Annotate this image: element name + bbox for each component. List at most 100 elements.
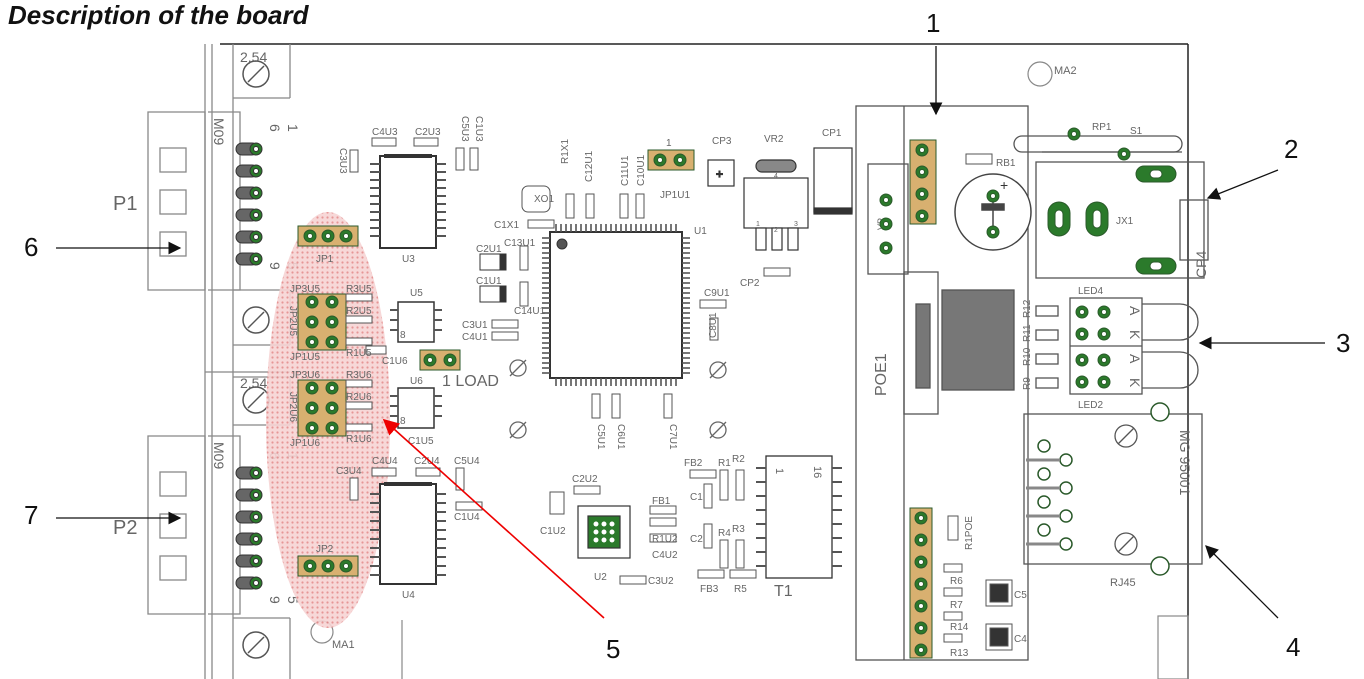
page-title: Description of the board [8,0,309,30]
s1-label: S1 [1130,126,1143,137]
m09-label-top: M09 [211,118,227,145]
pin1-label-top: 1 [285,124,301,132]
t1-pin16: 16 [811,466,823,478]
rb1-label: RB1 [996,158,1016,169]
load-label: 1 LOAD [442,373,499,390]
t1-pin1: 1 [773,468,785,474]
cp3-label: CP3 [712,136,732,147]
r1u5-label: R1U5 [346,348,372,359]
callout-arrow-5 [382,418,605,619]
c11u1-label: C11U1 [620,155,631,186]
vr-pin4: 4 [774,173,778,180]
jp1-label: JP1 [316,254,334,265]
jp2u6-label: JP2U6 [287,392,298,422]
u6-pin8: 8 [400,416,406,427]
callout-5: 5 [606,634,621,664]
bga-ball [609,529,615,535]
led-a1: A [1127,306,1143,316]
bga-ball [601,521,607,527]
vr-pin1: 1 [756,221,760,228]
callout-6: 6 [24,232,39,262]
bga-ball [593,521,599,527]
p2-pins [235,466,263,590]
rj45-pins [1037,402,1170,576]
callout-2: 2 [1284,134,1299,164]
u1-pins [542,224,690,386]
u2-grid [593,521,615,543]
chip-u4 [370,482,446,585]
c2u3-label: C2U3 [415,127,441,138]
cp1-label: CP1 [822,128,842,139]
mg-label: MG 95001 [1177,430,1193,496]
chip-u3 [370,154,446,249]
transformer-t1 [765,455,833,579]
led2-label: LED2 [1078,400,1103,411]
switch-s1 [1013,135,1183,153]
c4u2-label: C4U2 [652,550,678,561]
c13u1-label: C13U1 [504,238,536,249]
u1-label: U1 [694,226,707,237]
c1u2-label: C1U2 [540,526,566,537]
jumper-resistors [345,293,387,432]
u2-label: U2 [594,572,607,583]
r12-label: R12 [1022,299,1033,318]
c5-label: C5 [1014,590,1027,601]
fb3-label: FB3 [700,584,719,595]
c1x1-label: C1X1 [494,220,519,231]
jp1u1-label: JP1U1 [660,190,690,201]
u3-passives [349,137,479,173]
rj45-label: RJ45 [1110,577,1136,589]
c2u1-label: C2U1 [476,244,502,255]
r1u2-label: R1U2 [652,534,678,545]
xo1-label: XO1 [534,194,554,205]
led4-label: LED4 [1078,286,1103,297]
r1-label: R1 [718,458,731,469]
r6-label: R6 [950,576,963,587]
ma1-label: MA1 [332,639,355,651]
led-k2: K [1127,378,1143,388]
vr2-label: VR2 [764,134,784,145]
r5-label: R5 [734,584,747,595]
ma2-label: MA2 [1054,65,1077,77]
jack-jx1 [1035,161,1209,279]
r3-label: R3 [732,524,745,535]
r2-label: R2 [732,454,745,465]
board-outline [220,43,1189,679]
callout-arrows [56,46,1325,619]
screw-holes [242,60,270,659]
callout-7: 7 [24,500,39,530]
u2-passives [549,469,757,585]
led-a2: A [1127,354,1143,364]
c3u4-label: C3U4 [336,466,362,477]
p1-pins [235,142,263,266]
jp2-label: JP2 [316,544,334,555]
u4-label: U4 [402,590,415,601]
bga-ball [601,529,607,535]
jp1u5-label: JP1U5 [290,352,320,363]
pin9-label-top: 9 [267,262,283,270]
chip-u5 [390,301,442,343]
t1-label: T1 [774,583,793,600]
c4-label: C4 [1014,634,1027,645]
u5-label: U5 [410,288,423,299]
pin9-label-bottom: 9 [267,596,283,604]
jp1u6-label: JP1U6 [290,438,320,449]
pin6-label-top: 6 [267,124,283,132]
c3u3-label: C3U3 [337,148,348,174]
c1u3-label: C1U3 [473,116,484,142]
c8u1-label: C8U1 [708,312,719,338]
capacitors-polar [479,253,507,303]
bga-ball [609,537,615,543]
pin5-label-bottom: 5 [285,596,301,604]
jx1-pads [1047,165,1177,275]
c1-label: C1 [690,492,703,503]
u5-pin8: 8 [400,330,406,341]
chip-u6 [390,387,442,429]
jumpers [297,149,695,577]
big-capacitor-pins [986,189,1000,239]
c1u4-label: C1U4 [454,512,480,523]
r2u6-label: R2U6 [346,392,372,403]
c7u1-label: C7U1 [667,424,678,450]
led-area [1035,297,1199,395]
